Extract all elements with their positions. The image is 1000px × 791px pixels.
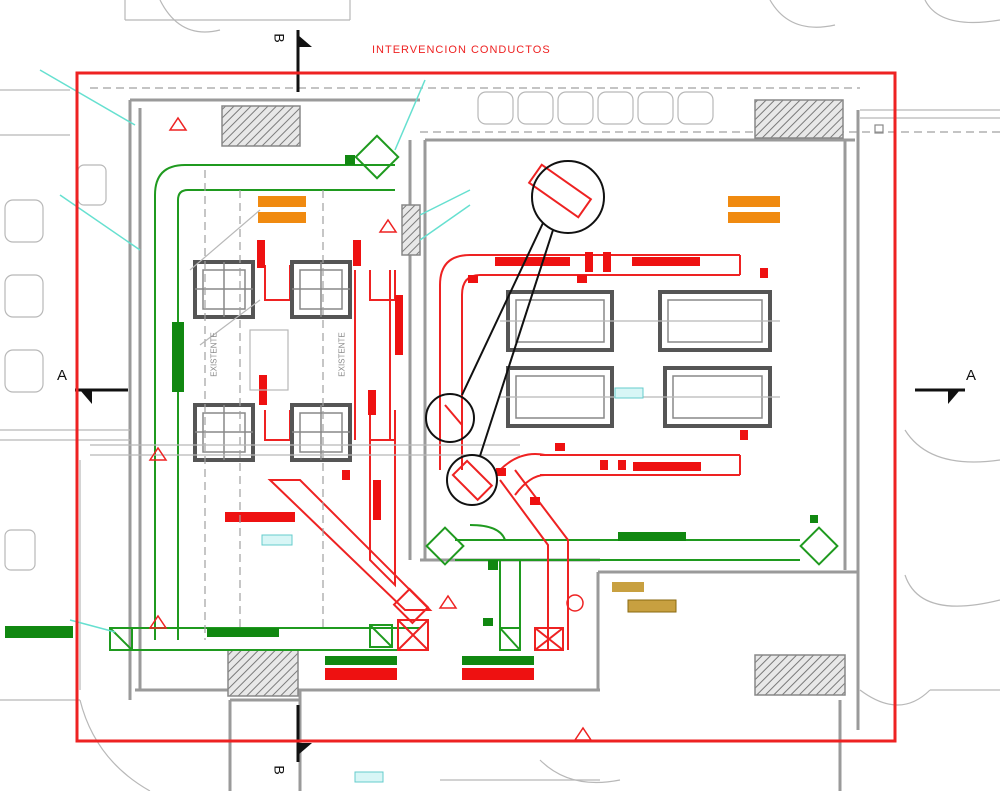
orange-tags <box>258 196 780 613</box>
section-mark-b-bottom: B <box>271 765 288 775</box>
intervention-title: INTERVENCION CONDUCTOS <box>372 44 551 56</box>
vertical-label-left: EXISTENTE <box>209 332 219 377</box>
cyan-tags <box>261 387 644 783</box>
red-duct-system <box>225 163 768 680</box>
warning-markers <box>148 116 884 741</box>
section-mark-a-right: A <box>966 367 977 384</box>
air-diffusers <box>193 260 780 462</box>
left-furniture <box>4 164 107 571</box>
leader-lines <box>39 69 605 633</box>
section-mark-b-top: B <box>271 33 288 43</box>
intervention-frame <box>75 71 897 743</box>
sink-row <box>477 91 714 125</box>
section-markers <box>75 30 965 762</box>
section-mark-a-left: A <box>57 367 68 384</box>
ceiling-grid <box>90 170 520 640</box>
vertical-label-right: EXISTENTE <box>337 332 347 377</box>
